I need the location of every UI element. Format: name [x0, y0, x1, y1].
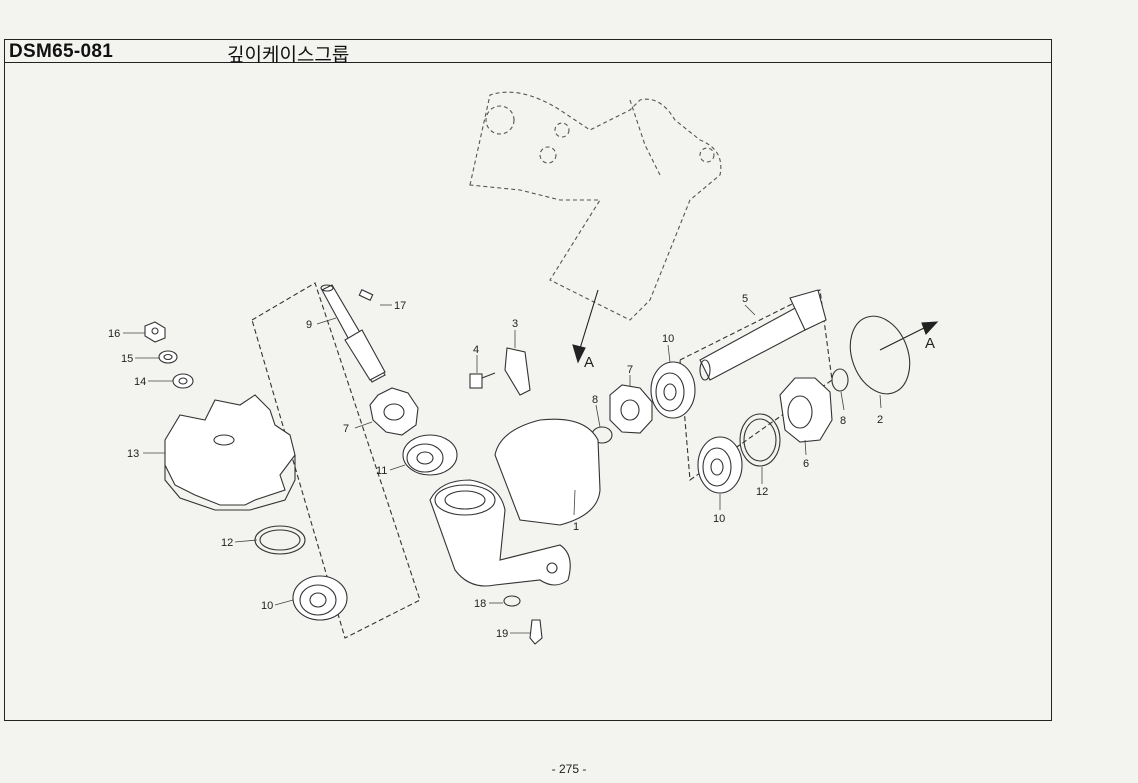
callout-8-right: 8	[840, 415, 846, 427]
part-10-bearing-lower	[292, 575, 348, 621]
callout-10-lower: 10	[261, 600, 273, 612]
callout-7-left: 7	[343, 423, 349, 435]
callout-17: 17	[394, 300, 406, 312]
part-7-bevel-gear-right	[609, 384, 653, 434]
part-6-bevel-gear	[779, 377, 833, 443]
callout-3: 3	[512, 318, 518, 330]
section-arrow	[572, 289, 939, 364]
section-marker-right: A	[925, 335, 935, 352]
callout-7-right: 7	[627, 364, 633, 376]
callout-19: 19	[496, 628, 508, 640]
callout-16: 16	[108, 328, 120, 340]
callout-14: 14	[134, 376, 146, 388]
header-bar: DSM65-081 깊이케이스그룹	[5, 40, 1051, 66]
callout-11: 11	[376, 465, 387, 477]
part-5-shaft	[699, 289, 827, 381]
part-7-bevel-gear-left	[369, 387, 419, 436]
part-8-ring-right	[831, 368, 849, 392]
part-1-depth-case	[429, 418, 601, 587]
part-3-plate	[504, 347, 531, 396]
callout-6: 6	[803, 458, 809, 470]
part-10-bearing-upper	[650, 361, 696, 419]
part-12-snap-ring-right	[739, 413, 781, 467]
part-11-bearing	[402, 434, 458, 476]
part-9-shaft	[320, 284, 386, 383]
callout-13: 13	[127, 448, 139, 460]
housing-outline	[469, 91, 722, 321]
part-15-washer	[158, 350, 178, 364]
callout-18: 18	[474, 598, 486, 610]
callout-2: 2	[877, 414, 883, 426]
part-2-o-ring	[849, 315, 911, 395]
diagram-code: DSM65-081	[9, 41, 114, 62]
callout-8-left: 8	[592, 394, 598, 406]
callout-4: 4	[473, 344, 479, 356]
right-assembly-box	[679, 289, 833, 482]
part-18-washer	[503, 595, 521, 607]
callout-9: 9	[306, 319, 312, 331]
diagram-title: 깊이케이스그룹	[227, 45, 350, 66]
callout-15: 15	[121, 353, 133, 365]
callout-10-upper: 10	[662, 333, 674, 345]
callout-12-left: 12	[221, 537, 233, 549]
part-14-washer	[172, 373, 194, 389]
page-number: - 275 -	[551, 762, 587, 776]
section-marker-left: A	[584, 354, 594, 371]
part-16-nut	[144, 321, 166, 343]
part-4-bolt	[469, 372, 496, 389]
callout-1: 1	[573, 521, 579, 533]
part-13-gear-guard	[164, 394, 296, 511]
callout-5: 5	[742, 293, 748, 305]
part-19-screw	[529, 619, 543, 645]
left-assembly-box	[251, 282, 421, 639]
leader-lines	[123, 304, 882, 634]
callout-10-right: 10	[713, 513, 725, 525]
diagram-frame: DSM65-081 깊이케이스그룹	[4, 39, 1052, 721]
part-10-bearing-right	[697, 436, 743, 494]
part-12-snap-ring-left	[254, 525, 306, 555]
part-17-key	[358, 289, 374, 301]
callout-12-right: 12	[756, 486, 768, 498]
